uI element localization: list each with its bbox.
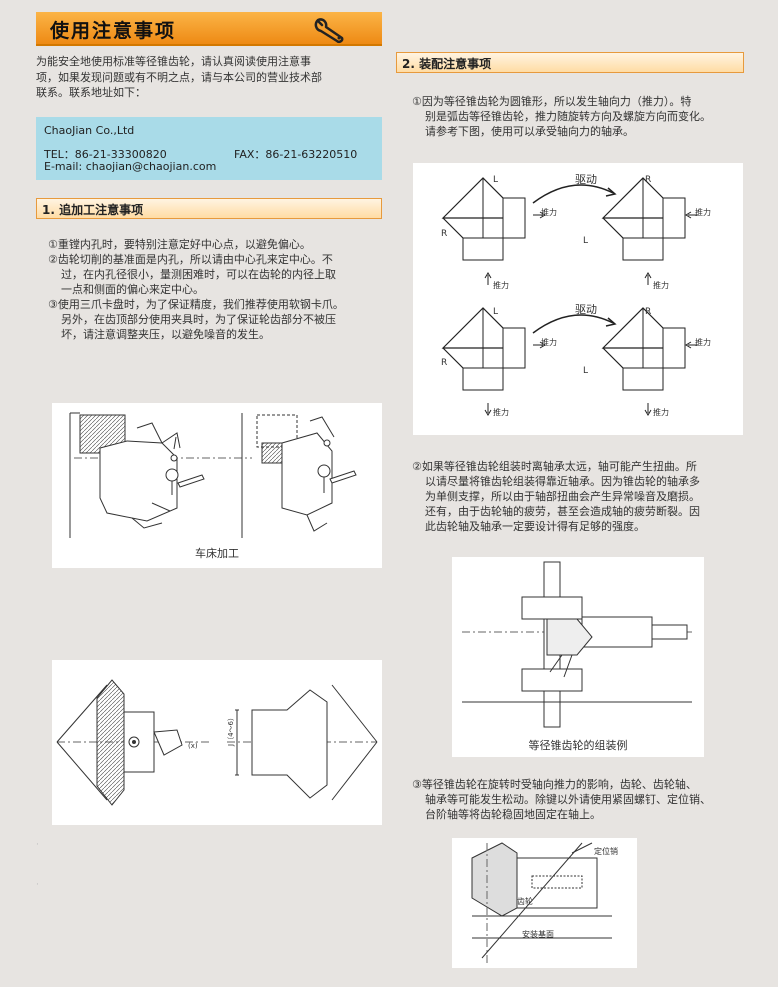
base-label: 安装基面 [522,930,554,939]
list-item-cont: 坏，请注意调整夹压，以避免噪音的发生。 [61,328,270,341]
label-R: R [645,307,652,317]
section-2-title: 2. 装配注意事项 [402,57,492,71]
assembly-figure: 等径锥齿轮的组装例 [452,557,704,757]
drive-label-top: 驱动 [575,173,597,186]
label-L: L [583,366,589,376]
thrust-label: 推力 [695,338,711,347]
list-item-cont: 为单侧支撑，所以由于轴部扭曲会产生异常噪音及磨损。 [425,490,700,503]
thrust-drawing [442,177,698,416]
label-L: L [493,175,499,185]
intro-paragraph: 为能安全地使用标准等径锥齿轮，请认真阅读使用注意事 项，如果发现问题或有不明之点… [36,54,386,101]
thrust-label: 推力 [493,408,509,417]
lathe-caption: 车床加工 [195,547,239,560]
list-item-cont: 别是弧齿等径锥齿轮，推力随旋转方向及螺旋方向而变化。 [425,110,711,123]
list-item-cont: 还有，由于齿轮轴的疲劳，甚至会造成轴的疲劳断裂。因 [425,505,700,518]
dot-mark: · [36,880,39,890]
list-item: ①重镗内孔时，要特别注意定好中心点，以避免偏心。 [48,238,311,251]
list-item: ③等径锥齿轮在旋转时受轴向推力的影响，齿轮、齿轮轴、 [412,778,697,791]
assembly-caption: 等径锥齿轮的组装例 [528,739,628,752]
label-R: R [645,175,652,185]
section-1-title: 1. 追加工注意事项 [42,203,144,217]
x-label: (x) [188,742,198,750]
range-label: J（4～6） [227,714,235,747]
contact-box: ChaoJian Co.,Ltd TEL：86-21-33300820 FAX：… [36,117,382,180]
assembly-drawing [462,561,692,728]
page-title-bar: 使用注意事项 [36,12,382,46]
list-item-cont: 以请尽量将锥齿轮组装得靠近轴承。因为锥齿轮的轴承多 [425,475,700,488]
cutting-drawing: (x) J（4～6） [56,679,378,806]
intro-line: 项，如果发现问题或有不明之点，请与本公司的营业技术部 [36,70,322,84]
thrust-label: 推力 [541,208,557,217]
section-2-heading: 2. 装配注意事项 [396,52,744,73]
tel-number: TEL：86-21-33300820 [44,148,167,161]
intro-line: 联系。联系地址如下： [36,86,146,99]
list-item-cont: 一点和侧面的偏心来定中心。 [61,283,204,296]
fax-number: FAX：86-21-63220510 [234,148,358,161]
label-R: R [441,229,448,239]
pin-label: 定位销 [594,847,618,856]
list-item-cont: 过，在内孔径很小，量测困难时，可以在齿轮的内径上取 [61,268,336,281]
section-2-item-3: ③等径锥齿轮在旋转时受轴向推力的影响，齿轮、齿轮轴、 轴承等可能发生松动。除键以… [412,777,752,822]
section-2-item-2: ②如果等径锥齿轮组装时离轴承太远，轴可能产生扭曲。所 以请尽量将锥齿轮组装得靠近… [412,459,752,534]
thrust-figure: 驱动 驱动 L R R L L R R L 推力 推力 推力 推力 推力 推力 … [413,163,743,435]
pin-figure: 定位销 齿轮 安装基面 [452,838,637,968]
cutting-figure: (x) J（4～6） [52,660,382,825]
list-item-cont: 请参考下图，使用可以承受轴向力的轴承。 [425,125,634,138]
thrust-label: 推力 [695,208,711,217]
label-R: R [441,358,448,368]
company-name: ChaoJian Co.,Ltd [44,124,135,137]
list-item: ②齿轮切削的基准面是内孔，所以请由中心孔来定中心。不 [48,253,333,266]
drive-label-bottom: 驱动 [575,303,597,316]
lathe-figure: 车床加工 [52,403,382,568]
section-2-item-1: ①因为等径锥齿轮为圆锥形，所以发生轴向力（推力）。特 别是弧齿等径锥齿轮，推力随… [412,94,752,139]
thrust-label: 推力 [541,338,557,347]
email-address: E-mail: chaojian@chaojian.com [44,160,217,173]
list-item-cont: 轴承等可能发生松动。除键以外请使用紧固螺钉、定位销、 [425,793,711,806]
section-1-heading: 1. 追加工注意事项 [36,198,382,219]
label-L: L [493,307,499,317]
thrust-label: 推力 [493,281,509,290]
lathe-drawing [69,412,357,538]
gear-label: 齿轮 [517,897,533,906]
list-item-cont: 另外，在齿顶部分使用夹具时，为了保证轮齿部分不被压 [61,313,336,326]
thrust-label: 推力 [653,281,669,290]
dot-mark: · [36,840,39,850]
list-item: ②如果等径锥齿轮组装时离轴承太远，轴可能产生扭曲。所 [412,460,697,473]
wrench-icon [314,18,344,44]
list-item-cont: 台阶轴等将齿轮稳固地固定在轴上。 [425,808,601,821]
page-title: 使用注意事项 [50,20,177,42]
pin-drawing [471,842,612,963]
thrust-label: 推力 [653,408,669,417]
list-item-cont: 此齿轮轴及轴承一定要设计得有足够的强度。 [425,520,645,533]
section-1-list: ①重镗内孔时，要特别注意定好中心点，以避免偏心。 ②齿轮切削的基准面是内孔，所以… [48,237,388,342]
list-item: ①因为等径锥齿轮为圆锥形，所以发生轴向力（推力）。特 [412,95,692,108]
list-item: ③使用三爪卡盘时，为了保证精度，我们推荐使用软钢卡爪。 [48,298,344,311]
intro-line: 为能安全地使用标准等径锥齿轮，请认真阅读使用注意事 [36,55,311,68]
label-L: L [583,236,589,246]
